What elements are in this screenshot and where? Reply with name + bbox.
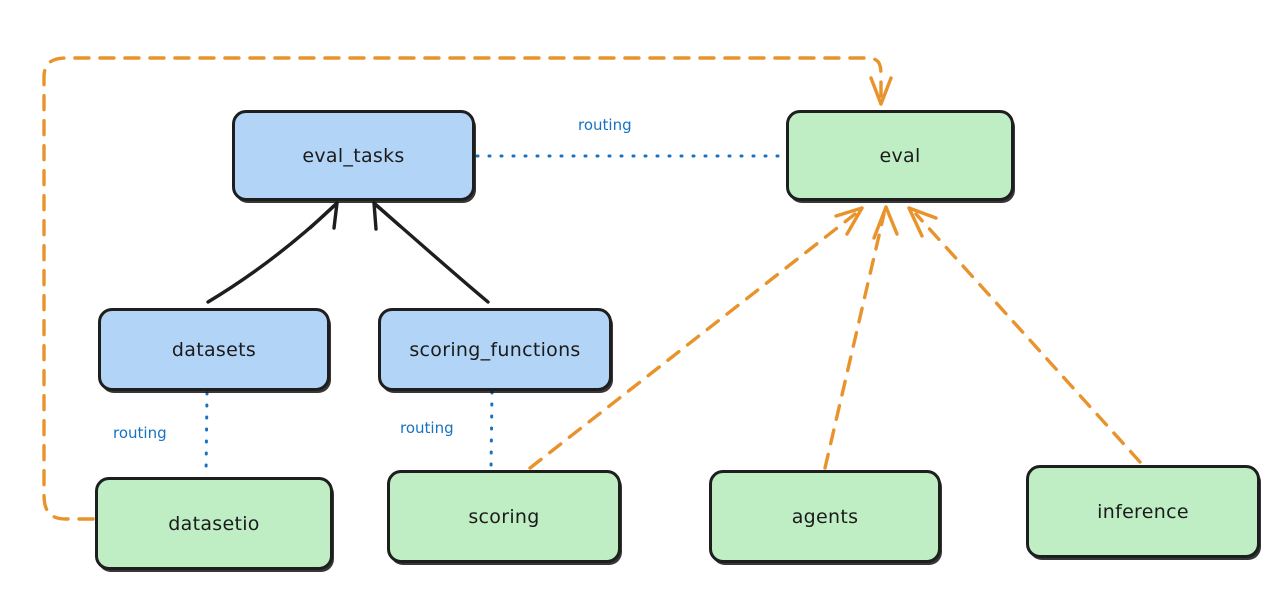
edge-agents-to-eval (823, 212, 886, 470)
edge-datasetio-to-eval (42, 56, 883, 521)
edge-label-routing-datasetio: routing (113, 424, 167, 442)
node-label-datasets: datasets (171, 338, 257, 361)
edge-label-routing-eval: routing (578, 116, 632, 134)
node-label-datasetio: datasetio (168, 512, 260, 535)
node-scoring-functions[interactable]: scoring_functions (378, 308, 612, 391)
arrowhead-agents-to-eval (872, 205, 899, 240)
edge-datasets-to-eval-tasks (206, 204, 336, 304)
arrowhead-scoring-to-eval (834, 206, 864, 236)
node-datasetio[interactable]: datasetio (95, 477, 333, 570)
node-eval[interactable]: eval (786, 110, 1014, 201)
node-datasets[interactable]: datasets (98, 308, 330, 391)
arrowhead-scoring-functions-to-eval-tasks (372, 201, 402, 231)
node-label-scoring-functions: scoring_functions (409, 338, 581, 361)
arrowhead-datasets-to-eval-tasks (308, 201, 339, 230)
node-label-inference: inference (1097, 500, 1189, 523)
arrowhead-inference-to-eval (907, 206, 938, 238)
edge-scoring-to-eval (528, 212, 857, 470)
node-label-eval-tasks: eval_tasks (302, 144, 405, 167)
node-agents[interactable]: agents (709, 470, 941, 563)
edge-inference-to-eval (914, 212, 1142, 464)
node-label-scoring: scoring (468, 505, 540, 528)
edge-scoring-functions-to-scoring (489, 390, 494, 472)
node-eval-tasks[interactable]: eval_tasks (232, 110, 475, 201)
node-label-agents: agents (791, 505, 859, 528)
arrowhead-datasetio-to-eval (869, 76, 893, 106)
edge-label-routing-scoring: routing (400, 419, 454, 437)
node-label-eval: eval (879, 144, 921, 167)
node-scoring[interactable]: scoring (387, 470, 621, 563)
node-inference[interactable]: inference (1026, 465, 1260, 558)
edge-datasets-to-datasetio (204, 391, 209, 478)
